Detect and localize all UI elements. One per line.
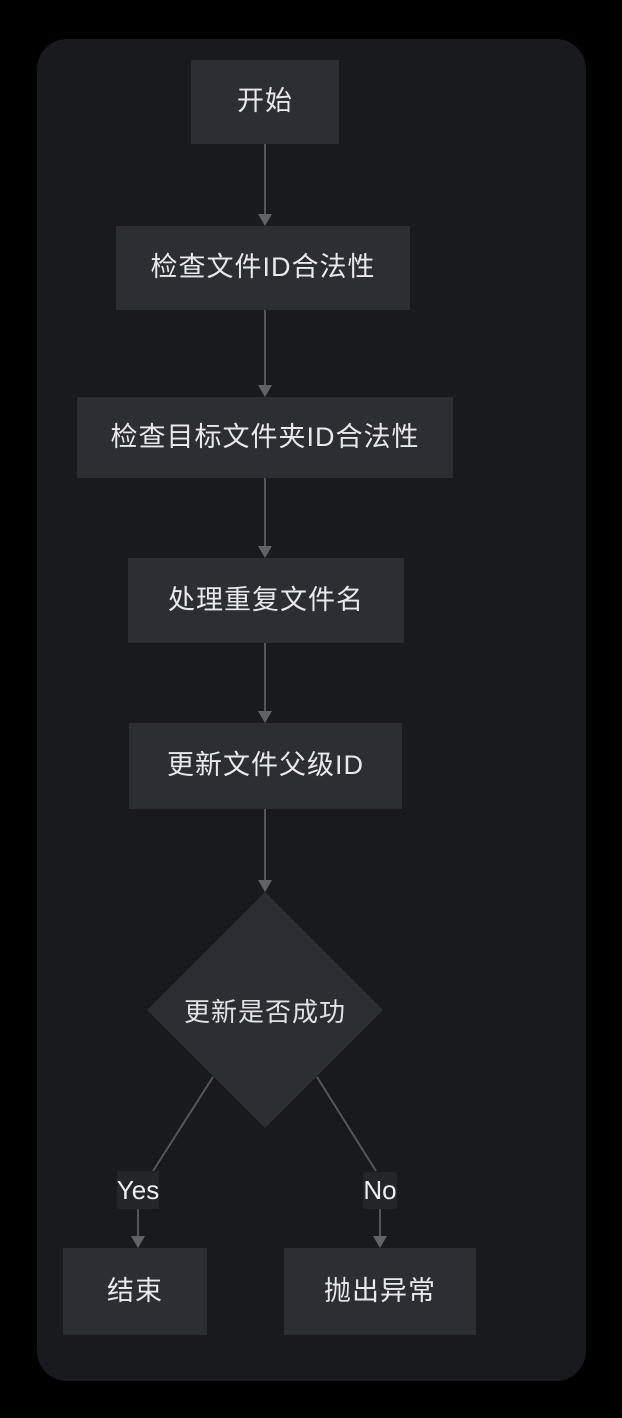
edge-label-no: No	[363, 1172, 397, 1209]
node-check-folder-id: 检查目标文件夹ID合法性	[77, 397, 453, 478]
node-update-success: 更新是否成功	[145, 980, 385, 1040]
flowchart-canvas: 开始 检查文件ID合法性 检查目标文件夹ID合法性 处理重复文件名 更新文件父级…	[37, 39, 586, 1381]
node-end-label: 结束	[107, 1275, 163, 1306]
node-handle-duplicate-label: 处理重复文件名	[168, 584, 364, 615]
node-check-file-id-label: 检查文件ID合法性	[150, 252, 376, 283]
node-update-parent-id: 更新文件父级ID	[129, 723, 402, 809]
arrowhead-decision	[258, 880, 272, 892]
node-start-label: 开始	[237, 86, 293, 117]
node-throw-exception-label: 抛出异常	[324, 1275, 436, 1306]
arrowhead-check-folder	[258, 385, 272, 397]
node-update-success-label: 更新是否成功	[183, 996, 346, 1027]
arrowhead-throw	[373, 1236, 387, 1248]
node-start: 开始	[191, 60, 339, 144]
node-handle-duplicate: 处理重复文件名	[128, 558, 404, 643]
node-check-folder-id-label: 检查目标文件夹ID合法性	[110, 421, 420, 452]
edge-label-no-text: No	[363, 1175, 397, 1205]
edge-decision-to-yes-label	[152, 1076, 214, 1172]
node-end: 结束	[63, 1248, 207, 1335]
node-update-parent-id-label: 更新文件父级ID	[167, 750, 364, 781]
edge-decision-to-no-label	[316, 1076, 377, 1172]
decision-diamond-shape	[147, 892, 383, 1128]
arrowhead-handle-dup	[258, 546, 272, 558]
edge-label-yes: Yes	[117, 1171, 159, 1209]
arrowhead-check-file	[258, 214, 272, 226]
arrowhead-update-parent	[258, 711, 272, 723]
edge-layer	[131, 144, 387, 1248]
arrowhead-end	[131, 1236, 145, 1248]
node-throw-exception: 抛出异常	[284, 1248, 476, 1335]
edge-label-yes-text: Yes	[116, 1174, 160, 1205]
node-check-file-id: 检查文件ID合法性	[116, 226, 410, 310]
